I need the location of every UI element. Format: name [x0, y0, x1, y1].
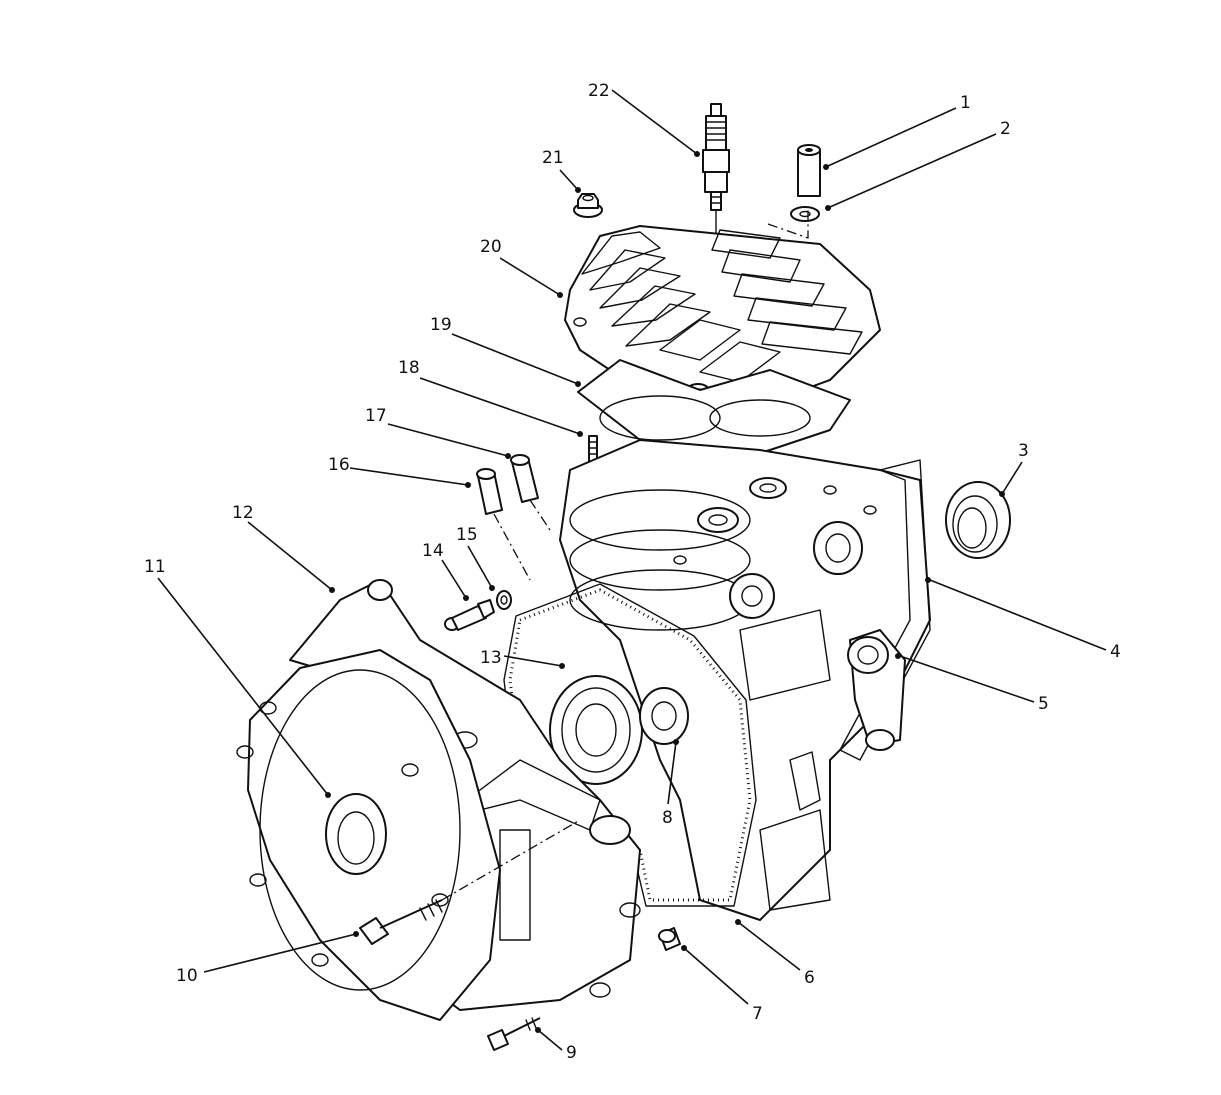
flywheel-cover-part — [236, 649, 501, 1021]
callout-11: 11 — [144, 557, 331, 798]
flange-nut-part — [573, 193, 603, 218]
callout-label-14: 14 — [422, 541, 444, 561]
callout-21: 21 — [542, 148, 581, 193]
cylinder-block-part — [559, 439, 931, 921]
callout-label-3: 3 — [1018, 441, 1029, 461]
callout-18: 18 — [398, 358, 583, 437]
callout-label-16: 16 — [328, 455, 350, 475]
callout-label-17: 17 — [365, 406, 387, 426]
spacer-sleeve-part — [797, 144, 821, 197]
callout-7: 7 — [681, 945, 763, 1024]
fitting-part — [444, 599, 495, 631]
callout-label-5: 5 — [1038, 694, 1049, 714]
callout-label-11: 11 — [144, 557, 166, 577]
callout-9: 9 — [535, 1027, 577, 1063]
callout-4: 4 — [925, 577, 1121, 662]
callout-19: 19 — [430, 315, 581, 387]
bushing-part — [658, 927, 681, 951]
callout-label-10: 10 — [176, 966, 198, 986]
callout-label-20: 20 — [480, 237, 502, 257]
callout-16: 16 — [328, 455, 471, 488]
callout-label-15: 15 — [456, 525, 478, 545]
dowel-sleeve-16-part — [476, 468, 503, 515]
callout-10: 10 — [176, 931, 359, 986]
spark-plug-part — [702, 103, 730, 313]
callout-label-9: 9 — [566, 1043, 577, 1063]
callout-label-7: 7 — [752, 1004, 763, 1024]
callout-22: 22 — [588, 81, 700, 157]
callout-label-4: 4 — [1110, 642, 1121, 662]
callout-8: 8 — [662, 739, 679, 828]
callout-1: 1 — [823, 93, 971, 170]
callout-label-2: 2 — [1000, 119, 1011, 139]
callout-6: 6 — [735, 919, 815, 988]
callout-17: 17 — [365, 406, 511, 459]
callout-label-22: 22 — [588, 81, 610, 101]
short-bolt-part — [487, 1017, 541, 1051]
callout-12: 12 — [232, 503, 335, 593]
callout-13: 13 — [480, 648, 565, 669]
callout-14: 14 — [422, 541, 469, 601]
callout-label-8: 8 — [662, 808, 673, 828]
callout-5: 5 — [895, 653, 1049, 714]
callout-label-1: 1 — [960, 93, 971, 113]
callout-15: 15 — [456, 525, 495, 591]
callout-label-19: 19 — [430, 315, 452, 335]
callout-2: 2 — [825, 119, 1011, 211]
washer-part — [790, 206, 820, 222]
callout-3: 3 — [999, 441, 1029, 497]
callout-label-12: 12 — [232, 503, 254, 523]
callout-label-13: 13 — [480, 648, 502, 668]
callout-label-6: 6 — [804, 968, 815, 988]
oil-seal-part — [945, 481, 1011, 559]
dowel-sleeve-17-part — [510, 454, 539, 503]
callout-20: 20 — [480, 237, 563, 298]
callout-label-18: 18 — [398, 358, 420, 378]
callout-label-21: 21 — [542, 148, 564, 168]
small-washer-part — [496, 590, 512, 610]
bearing-boss-part — [847, 629, 906, 751]
side-gasket-part — [839, 459, 931, 761]
crank-bearing-part — [549, 675, 689, 785]
callouts: 22 21 1 2 20 19 — [144, 81, 1121, 1063]
long-bolt-part — [359, 899, 443, 945]
